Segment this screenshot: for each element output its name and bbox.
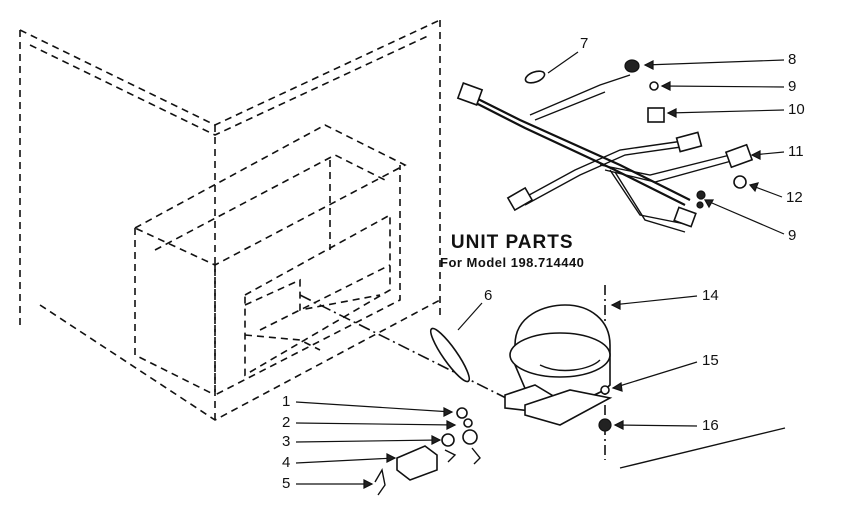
diagram-subtitle: For Model 198.714440 [440,255,585,270]
callout-6: 6 [484,287,493,304]
callout-11: 11 [788,143,804,160]
callout-14: 14 [702,287,719,304]
callout-12: 12 [786,189,803,206]
compressor [504,304,613,432]
diagram-title: UNIT PARTS [450,232,574,253]
callout-10: 10 [788,101,805,118]
harness-small-parts [524,59,747,209]
callout-2: 2 [282,414,291,431]
callout-4: 4 [282,454,291,471]
thermostat-tube [429,327,471,383]
relay-parts [374,407,481,496]
callout-5: 5 [282,475,291,492]
callout-3: 3 [282,433,291,450]
callout-9-bottom: 9 [788,227,797,244]
leader-arrowheads [363,60,761,489]
callout-7: 7 [580,35,589,52]
callout-9-top: 9 [788,78,797,95]
base-line [619,427,786,469]
wiring-harness [456,74,754,233]
leader-lines [295,51,785,485]
diagram-title-block: UNIT PARTS For Model 198.714440 [440,232,584,270]
callout-16: 16 [702,417,719,434]
callout-1: 1 [282,393,291,410]
cabinet-outline [19,19,441,421]
callout-15: 15 [702,352,719,369]
callout-8: 8 [788,51,797,68]
